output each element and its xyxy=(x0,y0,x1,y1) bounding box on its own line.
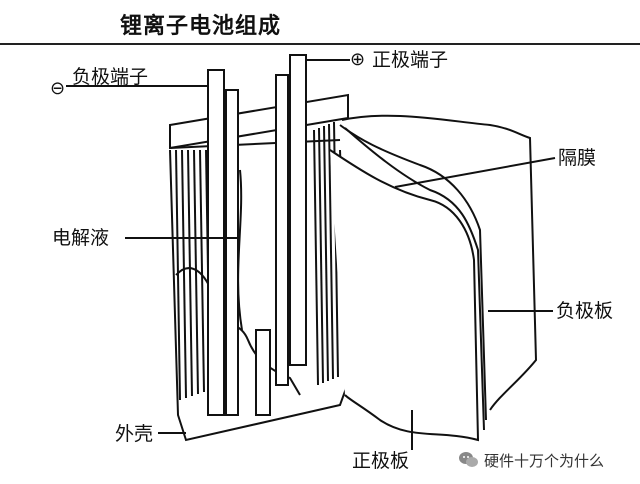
label-separator: 隔膜 xyxy=(558,147,597,169)
watermark-text: 硬件十万个为什么 xyxy=(484,451,605,470)
plus-symbol: ⊕ xyxy=(350,49,366,70)
label-negative-terminal: 负极端子 xyxy=(72,66,149,88)
positive-plate-sheet xyxy=(329,149,480,442)
leader-separator xyxy=(394,157,556,188)
label-electrolyte: 电解液 xyxy=(52,227,110,249)
positive-terminal xyxy=(289,54,307,366)
electrolyte-line xyxy=(237,169,243,331)
minus-symbol: ⊖ xyxy=(50,78,66,99)
title-underline xyxy=(0,43,640,45)
page-title: 锂离子电池组成 xyxy=(120,13,282,39)
label-negative-plate: 负极板 xyxy=(556,300,614,322)
separator-sheet xyxy=(339,124,487,421)
label-shell: 外壳 xyxy=(115,423,154,445)
label-positive-plate: 正极板 xyxy=(352,450,410,472)
wechat-icon xyxy=(459,452,478,467)
watermark: 硬件十万个为什么 xyxy=(452,446,611,474)
negative-plate-stack xyxy=(175,149,211,401)
negative-plate-sheet xyxy=(341,114,538,411)
negative-terminal xyxy=(207,69,225,416)
label-positive-terminal: 正极端子 xyxy=(372,49,449,71)
